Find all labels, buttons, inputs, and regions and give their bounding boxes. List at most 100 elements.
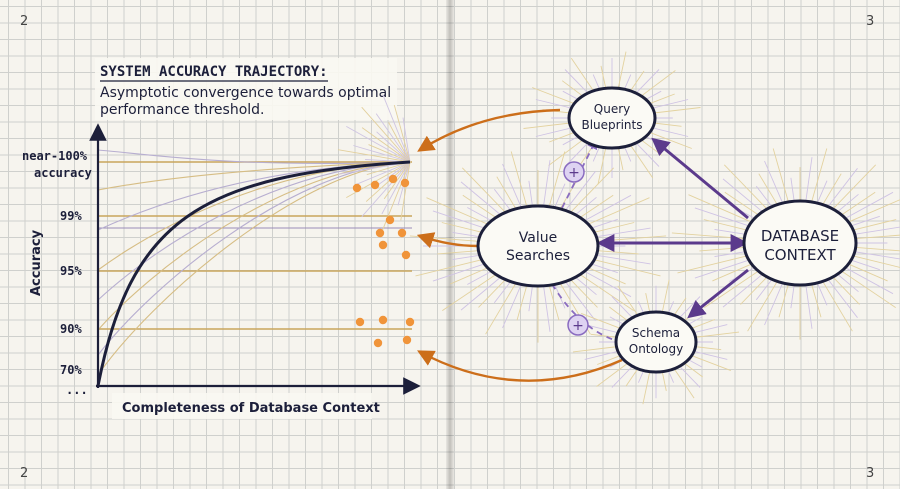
node-burst-ray — [740, 272, 771, 305]
node-burst-ray — [848, 250, 900, 260]
node-burst-ray — [510, 151, 528, 209]
arrow-context-to-blueprints — [651, 137, 749, 220]
node-burst-ray — [617, 146, 624, 171]
node-burst-ray — [778, 279, 791, 318]
node-burst-ray — [582, 197, 650, 227]
node-burst-ray — [703, 219, 753, 232]
burst-ray — [361, 161, 411, 218]
orange-dot — [400, 178, 410, 188]
node-burst-ray — [485, 281, 518, 335]
node-burst-ray — [579, 194, 632, 224]
burst-ray — [382, 94, 411, 163]
node-burst-ray — [516, 283, 528, 321]
burst-ray — [361, 106, 411, 163]
node-burst-ray — [724, 191, 764, 219]
node-burst-ray — [843, 261, 888, 282]
node-burst-ray — [478, 277, 508, 308]
plus-badge-bottom: + — [567, 314, 589, 336]
orange-dot — [355, 317, 365, 327]
node-burst-ray — [722, 270, 767, 308]
node-burst-ray — [809, 148, 828, 207]
node-burst-ray — [633, 140, 660, 167]
fan-curve — [97, 161, 411, 376]
accuracy-curve — [96, 160, 411, 387]
y-tick-ellipsis: ... — [66, 383, 88, 397]
node-burst-ray — [819, 277, 853, 332]
node-query-blueprints-line1: Query — [594, 102, 630, 116]
orange-dot — [397, 228, 407, 238]
dashed-link-searches-ontology — [551, 283, 621, 343]
node-burst-ray — [633, 69, 660, 96]
orange-dot — [352, 183, 362, 193]
arrow-searches-to-chart — [416, 232, 479, 249]
node-burst-ray — [596, 359, 633, 387]
node-burst-ray — [589, 235, 667, 243]
node-burst-ray — [564, 69, 591, 96]
title-backdrop — [95, 58, 397, 120]
burst-ray — [383, 161, 411, 200]
burst-ray — [361, 127, 411, 163]
node-burst-ray — [848, 226, 900, 236]
node-database-context: DATABASE CONTEXT — [742, 199, 858, 287]
node-burst-ray — [836, 191, 876, 219]
node-burst-ray — [582, 265, 626, 285]
node-burst-ray — [532, 87, 579, 106]
node-burst-ray — [563, 171, 596, 213]
node-burst-ray — [460, 274, 504, 311]
node-burst-ray — [493, 279, 513, 304]
fan-curve — [97, 161, 411, 331]
node-schema-ontology: Schema Ontology — [614, 310, 698, 374]
node-burst-ray — [686, 353, 731, 372]
node-burst-ray — [647, 126, 689, 137]
burst-ray — [402, 117, 411, 163]
node-burst-ray — [804, 157, 813, 206]
y-axis-label: Accuracy — [29, 229, 44, 296]
node-burst-ray — [597, 146, 607, 185]
node-burst-ray — [704, 267, 764, 308]
node-burst-ray — [553, 183, 566, 210]
burst-ray — [393, 104, 411, 163]
orange-dot — [385, 215, 395, 225]
node-burst-ray — [712, 261, 757, 282]
orange-dot — [388, 174, 398, 184]
node-burst-ray — [804, 280, 813, 329]
arrow-context-to-ontology — [687, 268, 749, 319]
node-value-searches-line2: Searches — [506, 248, 570, 264]
node-burst-ray — [502, 282, 523, 329]
node-burst-ray — [772, 148, 791, 207]
node-burst-ray — [568, 277, 598, 308]
x-axis-label: Completeness of Database Context — [122, 401, 380, 416]
node-burst-ray — [628, 143, 654, 179]
node-burst-ray — [561, 80, 586, 99]
node-burst-ray — [671, 232, 751, 240]
burst-ray — [368, 144, 411, 163]
node-burst-ray — [461, 167, 508, 215]
burst-ray — [365, 161, 411, 202]
node-burst-ray — [568, 167, 615, 215]
node-burst-ray — [638, 70, 676, 99]
node-burst-ray — [572, 345, 623, 353]
node-burst-ray — [722, 178, 767, 216]
node-burst-ray — [450, 265, 494, 285]
node-value-searches-line1: Value — [519, 230, 557, 246]
node-burst-ray — [617, 285, 641, 320]
node-burst-ray — [587, 257, 661, 277]
burst-ray — [375, 113, 411, 163]
y-tick-accuracy: accuracy — [34, 166, 92, 180]
node-burst-ray — [649, 107, 701, 114]
y-tick-99: 99% — [60, 209, 82, 223]
node-burst-ray — [849, 234, 900, 240]
burst-ray — [353, 145, 411, 163]
node-burst-ray — [843, 199, 900, 225]
node-burst-ray — [581, 312, 626, 331]
orange-dot — [402, 335, 412, 345]
node-burst-ray — [460, 181, 504, 218]
burst-ray — [388, 122, 411, 163]
node-burst-ray — [564, 140, 591, 167]
page-number-right-bottom: 3 — [866, 466, 875, 481]
node-burst-ray — [747, 277, 781, 332]
node-burst-ray — [647, 99, 689, 110]
node-burst-ray — [426, 197, 494, 227]
